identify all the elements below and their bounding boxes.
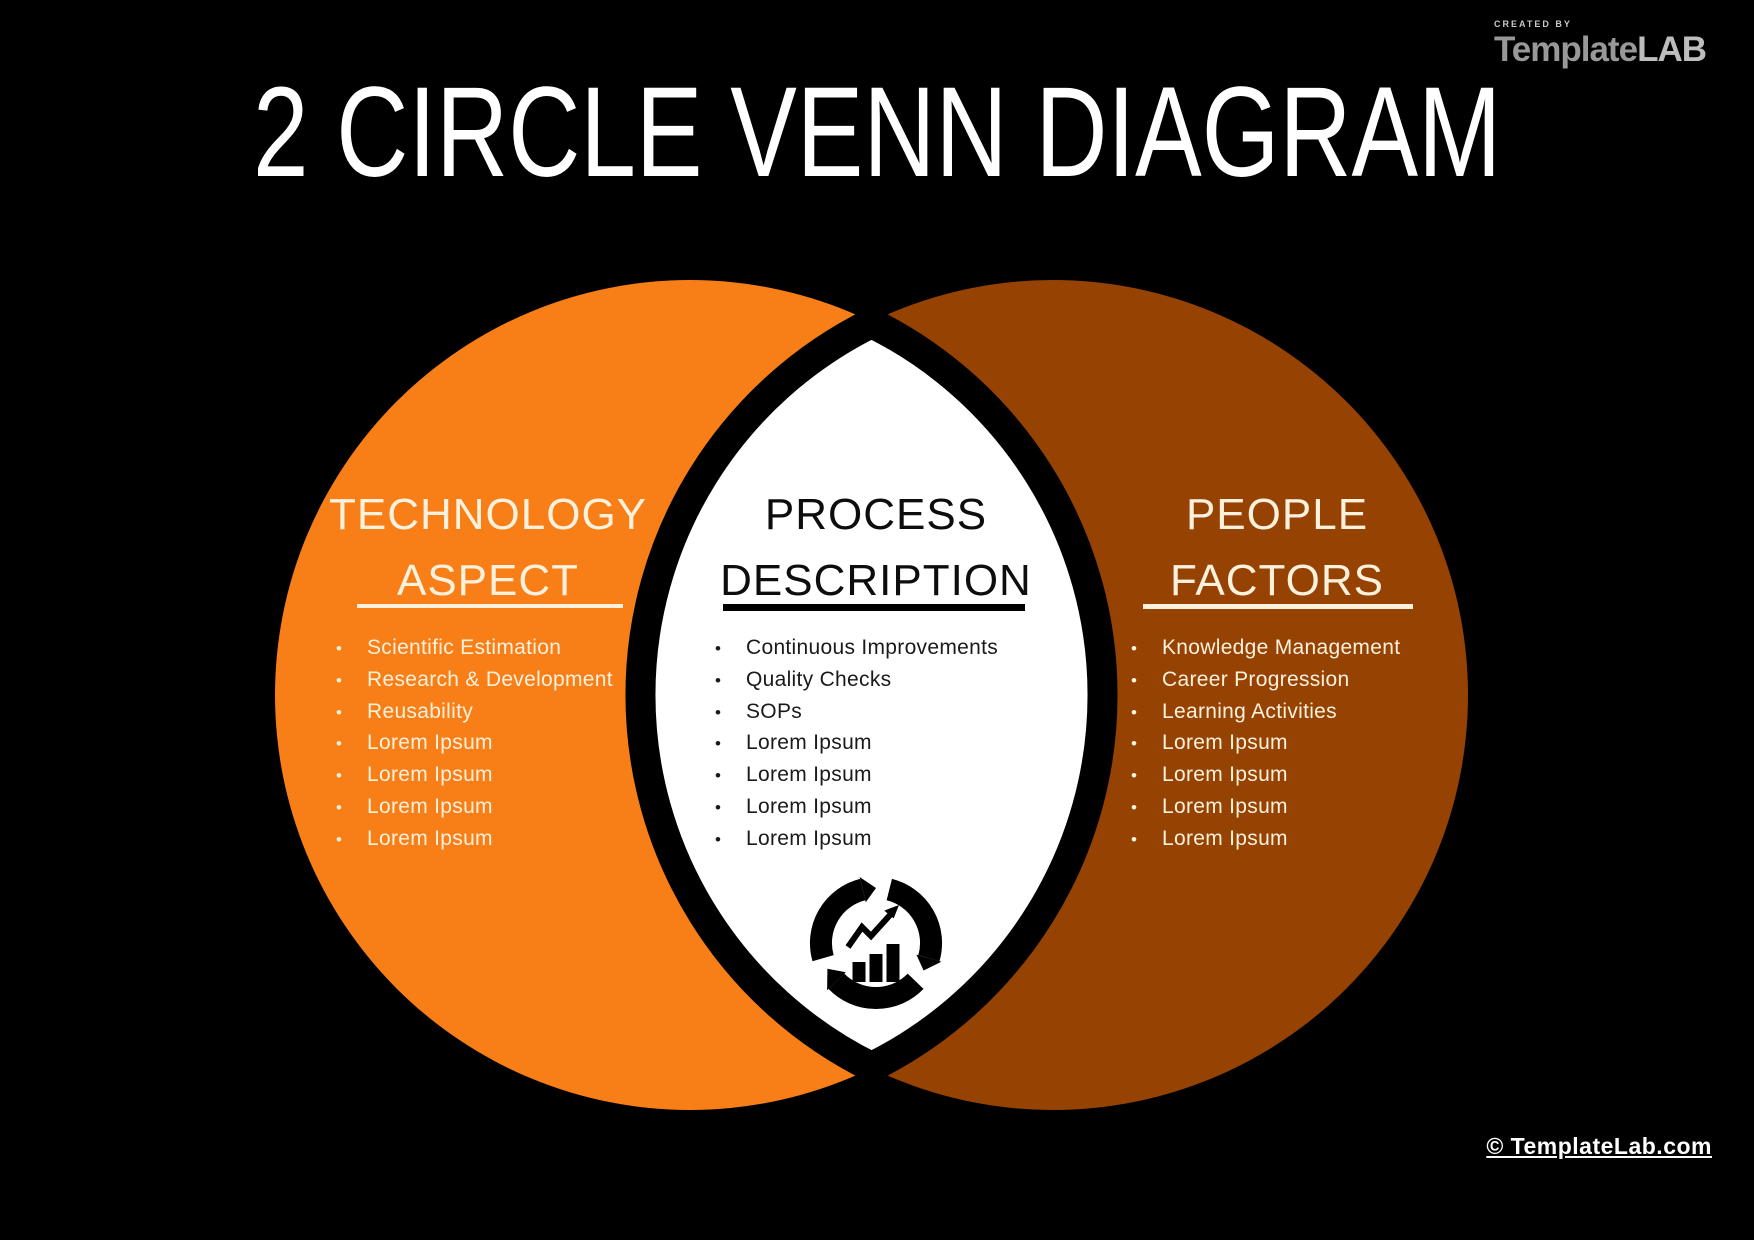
list-item: • Lorem Ipsum: [715, 823, 998, 855]
right-circle-heading: PEOPLE FACTORS: [1107, 482, 1447, 614]
list-item: • Lorem Ipsum: [336, 791, 613, 823]
list-item: • Continuous Improvements: [715, 632, 998, 664]
bullet-icon: •: [715, 639, 722, 658]
left-heading-line1: TECHNOLOGY: [328, 490, 648, 539]
list-item: • Lorem Ipsum: [1131, 727, 1400, 759]
list-item: • Research & Development: [336, 664, 613, 696]
list-item: • Learning Activities: [1131, 696, 1400, 728]
logo-main-text: Template: [1494, 30, 1638, 69]
left-circle-heading: TECHNOLOGY ASPECT: [318, 482, 658, 614]
right-circle-list: • Knowledge Management • Career Progressio…: [1131, 632, 1400, 855]
list-item-label: Quality Checks: [746, 667, 892, 691]
list-item: • Lorem Ipsum: [715, 727, 998, 759]
list-item-label: Lorem Ipsum: [1162, 731, 1288, 755]
templatelab-footer-link[interactable]: © TemplateLab.com: [1486, 1133, 1712, 1159]
list-item-label: Lorem Ipsum: [746, 731, 872, 755]
bullet-icon: •: [336, 829, 343, 849]
list-item: • Lorem Ipsum: [336, 823, 613, 855]
list-item-label: Lorem Ipsum: [746, 826, 872, 850]
bullet-icon: •: [336, 670, 343, 690]
intersection-heading: PROCESS DESCRIPTION: [706, 482, 1046, 614]
logo-accent-text: LAB: [1637, 30, 1707, 69]
list-item-label: Continuous Improvements: [746, 636, 999, 659]
center-heading-underline: [723, 604, 1025, 611]
created-by-label: CREATED BY: [1494, 19, 1572, 29]
right-heading-line1: PEOPLE: [1185, 490, 1369, 539]
list-item-label: Learning Activities: [1162, 699, 1337, 723]
list-item: • Lorem Ipsum: [336, 727, 613, 759]
list-item-label: Lorem Ipsum: [367, 763, 493, 787]
bullet-icon: •: [1131, 829, 1138, 849]
list-item: • Knowledge Management: [1131, 632, 1400, 664]
bullet-icon: •: [1131, 702, 1138, 722]
list-item-label: Knowledge Management: [1162, 636, 1401, 659]
growth-cycle-icon: [809, 877, 943, 1009]
list-item-label: Reusability: [367, 699, 474, 723]
bullet-icon: •: [1131, 766, 1138, 786]
left-circle-list: • Scientific Estimation • Research & Devel…: [336, 632, 613, 855]
list-item-label: Lorem Ipsum: [1162, 794, 1288, 818]
list-item-label: Lorem Ipsum: [367, 731, 493, 755]
list-item-label: Career Progression: [1162, 667, 1350, 691]
list-item: • Career Progression: [1131, 664, 1400, 696]
page-title: 2 CIRCLE VENN DIAGRAM: [252, 61, 1502, 204]
list-item: • Lorem Ipsum: [715, 791, 998, 823]
logo-wordmark: TemplateLAB: [1494, 30, 1707, 69]
right-heading-underline: [1143, 604, 1413, 609]
list-item: • Lorem Ipsum: [715, 759, 998, 791]
bullet-icon: •: [715, 766, 722, 786]
list-item: • Scientific Estimation: [336, 632, 613, 664]
bullet-icon: •: [336, 639, 343, 658]
intersection-lens: [625, 306, 1118, 1084]
list-item: • Lorem Ipsum: [1131, 791, 1400, 823]
list-item-label: Lorem Ipsum: [1162, 763, 1288, 787]
list-item: • Lorem Ipsum: [336, 759, 613, 791]
bullet-icon: •: [715, 670, 722, 690]
center-heading-line2: DESCRIPTION: [720, 556, 1032, 605]
bullet-icon: •: [715, 734, 722, 754]
intersection-list: • Continuous Improvements • Quality Checks…: [715, 632, 998, 855]
list-item-label: Lorem Ipsum: [367, 794, 493, 818]
bullet-icon: •: [336, 734, 343, 754]
left-heading-underline: [357, 604, 623, 608]
bullet-icon: •: [336, 797, 343, 817]
list-item-label: SOPs: [746, 699, 803, 723]
bullet-icon: •: [715, 797, 722, 817]
list-item-label: Lorem Ipsum: [1162, 826, 1288, 850]
templatelab-logo: CREATED BY TemplateLAB: [1494, 19, 1707, 69]
list-item-label: Scientific Estimation: [367, 636, 562, 659]
list-item: • SOPs: [715, 696, 998, 728]
bullet-icon: •: [715, 702, 722, 722]
right-heading-line2: FACTORS: [1169, 556, 1384, 605]
list-item-label: Lorem Ipsum: [746, 763, 872, 787]
bullet-icon: •: [1131, 639, 1138, 658]
list-item-label: Lorem Ipsum: [367, 826, 493, 850]
left-heading-line2: ASPECT: [396, 556, 580, 605]
bullet-icon: •: [336, 702, 343, 722]
list-item: • Lorem Ipsum: [1131, 759, 1400, 791]
bullet-icon: •: [715, 829, 722, 849]
list-item: • Lorem Ipsum: [1131, 823, 1400, 855]
bullet-icon: •: [1131, 797, 1138, 817]
list-item: • Quality Checks: [715, 664, 998, 696]
bullet-icon: •: [336, 766, 343, 786]
list-item-label: Research & Development: [367, 667, 613, 691]
bullet-icon: •: [1131, 734, 1138, 754]
list-item: • Reusability: [336, 696, 613, 728]
center-heading-line1: PROCESS: [764, 490, 988, 539]
list-item-label: Lorem Ipsum: [746, 794, 872, 818]
bullet-icon: •: [1131, 670, 1138, 690]
